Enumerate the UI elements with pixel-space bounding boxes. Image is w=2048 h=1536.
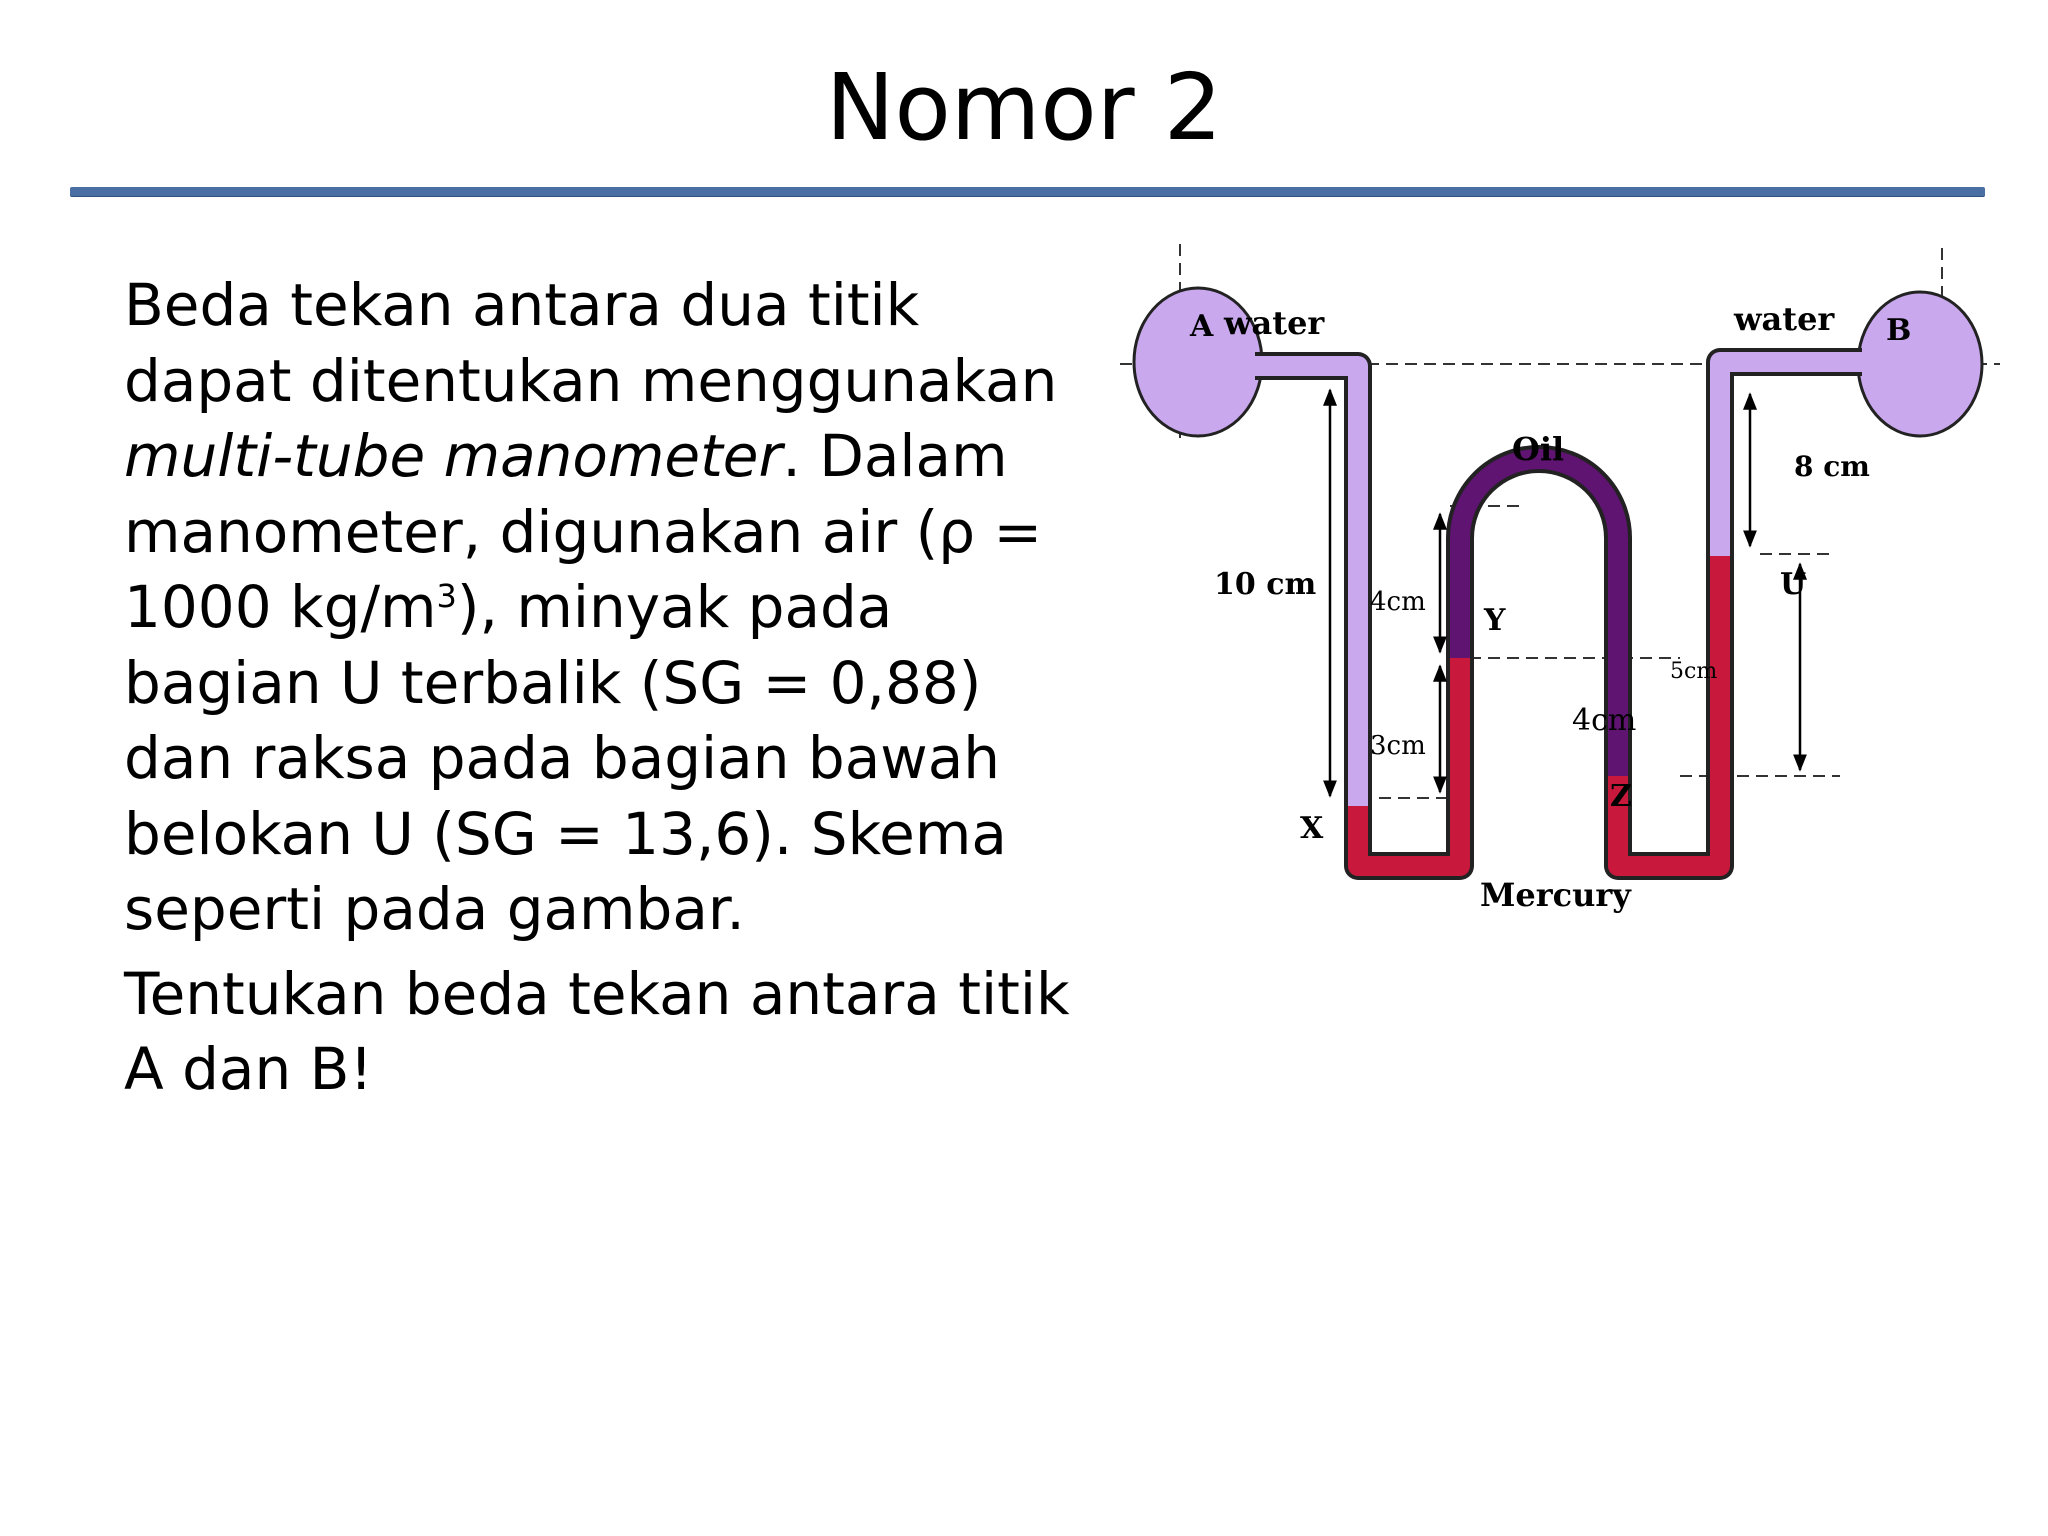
slide-title: Nomor 2 — [825, 54, 1223, 161]
label-point-b: B — [1886, 313, 1911, 348]
label-mercury: Mercury — [1480, 876, 1632, 914]
label-point-a: A — [1189, 309, 1214, 344]
problem-text-part2: . Dalam manometer, digunakan air (ρ = 10… — [124, 422, 1043, 641]
problem-paragraph: Beda tekan antara dua titik dapat ditent… — [124, 268, 1084, 948]
label-dim-4cm-right: 4cm — [1572, 703, 1636, 738]
label-dim-10cm: 10 cm — [1214, 567, 1316, 602]
oil-column — [1450, 449, 1628, 776]
label-point-y: Y — [1483, 603, 1506, 638]
label-oil: Oil — [1512, 430, 1564, 468]
question-paragraph: Tentukan beda tekan antara titik A dan B… — [124, 959, 1070, 1104]
problem-text-superscript: 3 — [436, 577, 457, 615]
problem-text-italic: multi-tube manometer — [124, 422, 783, 490]
dimension-arrows — [1323, 388, 1807, 798]
problem-text-part3: ), minyak pada bagian U terbalik (SG = 0… — [124, 573, 1007, 943]
water-column-left — [1255, 356, 1368, 806]
bulb-b — [1856, 290, 1984, 438]
manometer-diagram: water water A B Oil 10 cm 8 cm 4cm 3cm 5… — [1120, 238, 2000, 938]
manometer-svg: water water A B Oil 10 cm 8 cm 4cm 3cm 5… — [1120, 244, 2000, 914]
tube-path — [1255, 348, 1862, 880]
label-water-right: water — [1733, 300, 1835, 338]
label-point-z: Z — [1610, 779, 1632, 814]
label-dim-3cm: 3cm — [1370, 731, 1426, 761]
mercury-column-left — [1348, 658, 1470, 876]
label-point-u: U — [1780, 567, 1806, 602]
problem-text: Beda tekan antara dua titik dapat ditent… — [124, 268, 1084, 1108]
water-column-right — [1710, 352, 1862, 556]
mercury-column-right — [1608, 556, 1730, 876]
label-dim-8cm: 8 cm — [1794, 450, 1870, 483]
label-point-x: X — [1300, 811, 1324, 846]
label-dim-4cm-left: 4cm — [1370, 587, 1426, 617]
title-divider — [70, 187, 1985, 196]
label-dim-5cm: 5cm — [1670, 659, 1717, 684]
problem-text-part1: Beda tekan antara dua titik dapat ditent… — [124, 271, 1058, 415]
label-water-left: water — [1223, 304, 1325, 342]
